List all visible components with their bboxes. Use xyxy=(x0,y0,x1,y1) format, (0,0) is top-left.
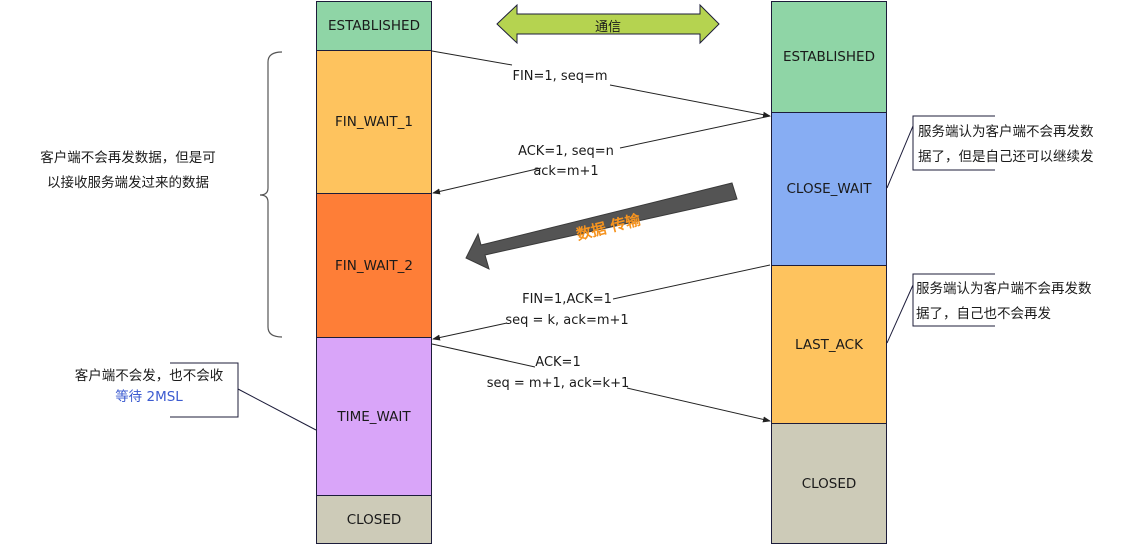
state-label: ESTABLISHED xyxy=(328,18,420,34)
time-wait-callout-bracket xyxy=(170,362,239,418)
message-arrow-fin-tail xyxy=(609,84,771,118)
note-line: 据了，自己也不会再发 xyxy=(916,306,1051,322)
close-wait-callout-bracket xyxy=(912,115,995,171)
server-state-close-wait: CLOSE_WAIT xyxy=(771,112,887,266)
note-line: 服务端认为客户端不会再发数 xyxy=(916,281,1092,297)
last-ack-callout-bracket xyxy=(912,273,995,327)
client-state-closed: CLOSED xyxy=(316,495,432,544)
communication-double-arrow xyxy=(496,3,720,45)
server-state-established: ESTABLISHED xyxy=(771,1,887,113)
time-wait-callout-line xyxy=(237,388,317,431)
server-state-closed: CLOSED xyxy=(771,423,887,544)
note-line: 客户端不会发，也不会收 xyxy=(74,368,224,384)
message-label-fin: FIN=1, seq=m xyxy=(512,69,608,84)
state-label: CLOSED xyxy=(346,511,402,528)
state-label: TIME_WAIT xyxy=(337,408,411,425)
note-line: 服务端认为客户端不会再发数 xyxy=(918,124,1094,140)
communication-label: 通信 xyxy=(594,20,621,35)
message-label-final-ack-line2: seq = m+1, ack=k+1 xyxy=(486,376,630,391)
note-line: 客户端不会再发数据，但是可 xyxy=(40,150,216,166)
client-time-wait-note: 客户端不会发，也不会收 等待 2MSL xyxy=(60,366,238,408)
state-label: FIN_WAIT_2 xyxy=(334,257,413,274)
note-line: 据了，但是自己还可以继续发 xyxy=(918,149,1094,165)
server-state-last-ack: LAST_ACK xyxy=(771,265,887,424)
state-label: FIN_WAIT_1 xyxy=(334,114,413,130)
client-half-close-brace xyxy=(259,51,283,338)
message-arrow-fin-ack xyxy=(612,264,771,300)
state-label: CLOSED xyxy=(801,475,857,492)
message-arrow-fin xyxy=(431,50,513,66)
message-label-ack-line1: ACK=1, seq=n xyxy=(518,144,614,159)
server-close-wait-note: 服务端认为客户端不会再发数 据了，但是自己还可以继续发 xyxy=(918,120,1094,170)
message-arrow-final-ack-tail xyxy=(626,387,771,423)
state-label: LAST_ACK xyxy=(795,336,863,353)
last-ack-callout-line xyxy=(886,284,914,344)
note-line-wait-2msl: 等待 2MSL xyxy=(115,389,183,405)
client-state-fin-wait-1: FIN_WAIT_1 xyxy=(316,50,432,194)
client-state-fin-wait-2: FIN_WAIT_2 xyxy=(316,193,432,338)
client-half-close-note: 客户端不会再发数据，但是可 以接收服务端发过来的数据 xyxy=(8,146,248,196)
message-label-final-ack-line1: ACK=1 xyxy=(535,355,581,370)
message-arrow-fin-ack-tail xyxy=(432,322,508,341)
message-label-ack-line2: ack=m+1 xyxy=(533,164,599,179)
data-transfer-arrow xyxy=(465,182,738,270)
client-state-established: ESTABLISHED xyxy=(316,1,432,51)
message-arrow-ack xyxy=(619,115,771,149)
server-last-ack-note: 服务端认为客户端不会再发数 据了，自己也不会再发 xyxy=(916,277,1092,327)
message-arrow-final-ack xyxy=(431,343,536,368)
message-arrow-ack-tail xyxy=(432,167,542,195)
note-line: 以接收服务端发过来的数据 xyxy=(47,175,209,191)
message-label-fin-ack-line1: FIN=1,ACK=1 xyxy=(522,292,612,307)
state-label: ESTABLISHED xyxy=(783,49,875,65)
state-label: CLOSE_WAIT xyxy=(786,181,872,197)
close-wait-callout-line xyxy=(886,125,914,189)
message-label-fin-ack-line2: seq = k, ack=m+1 xyxy=(505,313,629,328)
